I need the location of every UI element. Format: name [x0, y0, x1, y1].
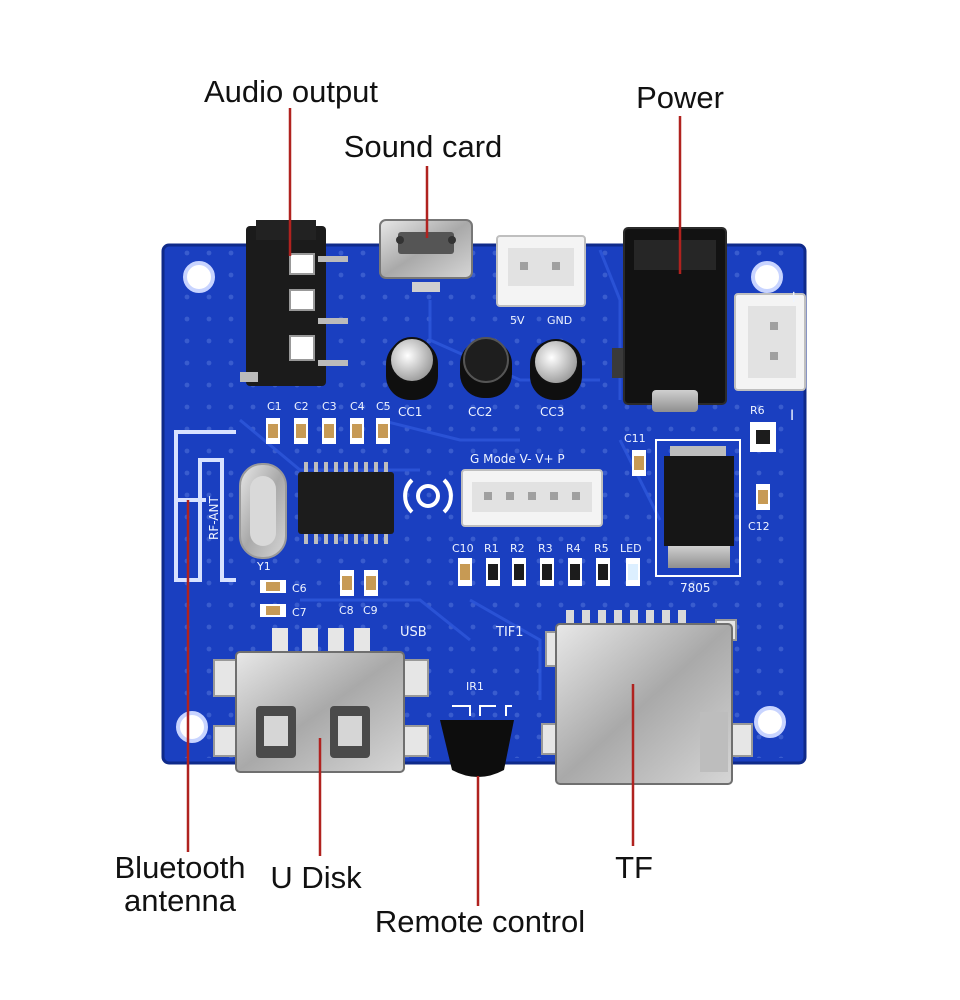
usb-a-port — [213, 628, 429, 773]
label-r4: R4 — [566, 542, 581, 555]
callout-u-disk: U Disk — [270, 860, 362, 895]
crystal-oscillator — [239, 463, 287, 559]
callout-sound-card: Sound card — [343, 129, 503, 164]
label-c8: C8 — [339, 604, 354, 617]
label-c1: C1 — [267, 400, 282, 413]
label-c10: C10 — [452, 542, 474, 555]
audio-jack — [240, 220, 348, 386]
control-header-5pin — [461, 469, 603, 527]
label-7805: 7805 — [680, 581, 711, 595]
smd-row-c10-led — [458, 558, 640, 586]
capacitor-cc3 — [530, 339, 582, 400]
label-r3: R3 — [538, 542, 553, 555]
label-c6: C6 — [292, 582, 307, 595]
label-ir1: IR1 — [466, 680, 484, 693]
callout-tf: TF — [615, 850, 653, 885]
micro-usb-port — [379, 219, 473, 292]
label-r2: R2 — [510, 542, 525, 555]
label-r6: R6 — [750, 404, 765, 417]
callout-remote-control: Remote control — [374, 904, 586, 939]
voltage-regulator — [655, 439, 741, 577]
label-usb: USB — [400, 625, 427, 640]
leader-lines — [186, 108, 682, 906]
rf-antenna-trace — [174, 430, 236, 582]
label-c4: C4 — [350, 400, 365, 413]
label-y1: Y1 — [256, 560, 271, 573]
tf-card-slot — [541, 610, 753, 785]
label-c9: C9 — [363, 604, 378, 617]
label-led: LED — [620, 542, 642, 555]
smd-caps-c1-c5 — [266, 418, 390, 444]
label-c5: C5 — [376, 400, 391, 413]
dc-power-jack — [612, 227, 727, 412]
capacitor-cc2 — [460, 337, 512, 398]
bluetooth-chip — [298, 462, 394, 544]
label-c11: C11 — [624, 432, 646, 445]
label-cc1: CC1 — [398, 405, 422, 419]
label-tif1: TIF1 — [495, 625, 524, 640]
callout-audio-output: Audio output — [203, 74, 379, 109]
label-c12: C12 — [748, 520, 770, 533]
label-c7: C7 — [292, 606, 307, 619]
label-rf-ant: RF-ANT — [207, 496, 221, 540]
callout-bluetooth-antenna-line2: antenna — [123, 882, 237, 918]
label-r5: R5 — [594, 542, 609, 555]
power-header-2pin — [496, 235, 586, 307]
label-r1: R1 — [484, 542, 499, 555]
label-header-pins: G Mode V- V+ P — [470, 452, 565, 466]
label-5v: 5V — [510, 314, 525, 327]
label-c2: C2 — [294, 400, 309, 413]
wireless-logo — [403, 478, 453, 514]
label-cc2: CC2 — [468, 405, 492, 419]
callout-bluetooth-antenna: Bluetooth antenna — [114, 850, 246, 918]
smd-caps-c6-c9 — [260, 570, 378, 617]
callout-bluetooth-antenna-line1: Bluetooth — [114, 850, 246, 885]
smd-c11-c12-r6 — [632, 422, 776, 510]
label-cc3: CC3 — [540, 405, 564, 419]
label-gnd: GND — [547, 314, 572, 327]
mounting-holes — [176, 261, 786, 743]
label-minus: I — [790, 408, 794, 424]
ir-receiver — [440, 705, 514, 777]
callout-power: Power — [636, 80, 724, 115]
side-header-2pin — [734, 293, 806, 391]
label-plus: + — [787, 287, 800, 306]
label-c3: C3 — [322, 400, 337, 413]
capacitor-cc1 — [386, 337, 438, 400]
